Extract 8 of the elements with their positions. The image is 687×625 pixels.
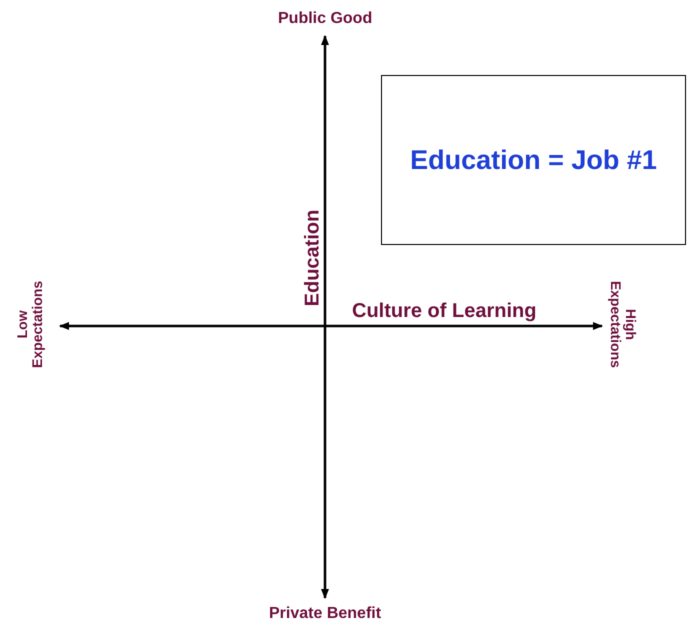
axis-label: Public Good (278, 10, 372, 28)
axis-label: High Expectations (606, 279, 638, 370)
axis-label: Low Expectations (14, 279, 46, 370)
axis-title: Education (300, 210, 323, 306)
box-heading: Education = Job #1 (410, 144, 657, 176)
axis-title: Culture of Learning (352, 300, 536, 322)
text-box (381, 75, 686, 245)
axis-label: Private Benefit (269, 605, 382, 623)
